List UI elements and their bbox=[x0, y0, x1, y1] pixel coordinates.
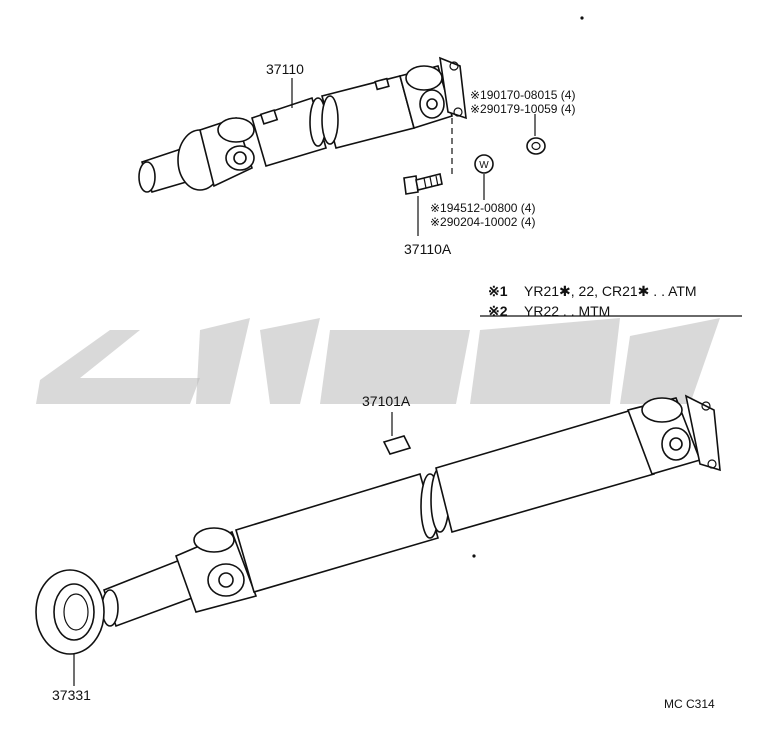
washer-mark: W bbox=[479, 160, 489, 171]
note-text-2: YR22 . . MTM bbox=[524, 303, 610, 319]
nut-part-number-1: ※194512-00800 (4) bbox=[430, 201, 535, 215]
label-37331: 37331 bbox=[52, 687, 91, 703]
watermark-logo bbox=[36, 318, 720, 404]
flange-bolt bbox=[403, 173, 443, 195]
note-mark-1: ※1 bbox=[488, 283, 508, 299]
label-37110: 37110 bbox=[266, 61, 304, 77]
balance-weight bbox=[382, 435, 412, 455]
washer-symbol: W bbox=[474, 154, 494, 174]
note-mark-2: ※2 bbox=[488, 303, 508, 319]
label-37110A: 37110A bbox=[404, 241, 452, 257]
diagram-code: MC C314 bbox=[664, 697, 715, 711]
note-text-1: YR21✱, 22, CR21✱ . . ATM bbox=[524, 283, 697, 299]
bolt-part-number-1: ※190170-08015 (4) bbox=[470, 88, 575, 102]
center-bearing-ring bbox=[35, 569, 105, 655]
applicability-notes: ※1 YR21✱, 22, CR21✱ . . ATM ※2 YR22 . . … bbox=[480, 283, 742, 319]
lower-propeller-shaft bbox=[101, 394, 721, 628]
label-37101A: 37101A bbox=[362, 393, 411, 409]
upper-propeller-shaft bbox=[138, 56, 467, 193]
flange-nut bbox=[526, 137, 546, 155]
bolt-part-number-2: ※290179-10059 (4) bbox=[470, 102, 575, 116]
nut-part-number-2: ※290204-10002 (4) bbox=[430, 215, 535, 229]
